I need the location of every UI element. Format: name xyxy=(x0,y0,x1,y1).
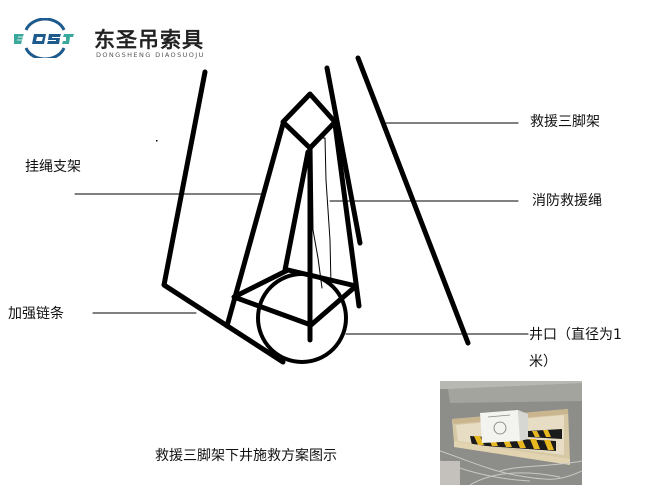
label-reinforced-chain: 加强链条 xyxy=(8,306,64,322)
label-well-opening-line2: 米） xyxy=(529,354,557,370)
hanger-leg-left xyxy=(224,121,286,329)
label-well-opening-line1: 井口（直径为1 xyxy=(529,327,622,343)
hanger-head xyxy=(280,91,338,151)
chain-base xyxy=(231,267,359,328)
company-logo: 东圣吊索具 DONGSHENG DIAOSUOJU xyxy=(14,18,203,59)
company-name-cn: 东圣吊索具 xyxy=(94,27,204,52)
label-rope-hanger: 挂绳支架 xyxy=(25,159,81,175)
tripod-leg-right-mid xyxy=(324,65,363,246)
tripod-leg-left xyxy=(161,69,286,365)
company-name-en: DONGSHENG DIAOSUOJU xyxy=(96,51,205,59)
rescue-rope xyxy=(311,137,332,289)
equipment-box-photo xyxy=(440,381,582,485)
tripod-leg-right-outer xyxy=(355,55,471,346)
label-rescue-tripod: 救援三脚架 xyxy=(530,114,600,130)
label-fire-rescue-rope: 消防救援绳 xyxy=(532,193,602,209)
dsj-logo-icon xyxy=(14,18,74,58)
diagram-caption: 救援三脚架下井施救方案图示 xyxy=(155,448,337,464)
equipment-photo-image xyxy=(440,381,582,485)
well-opening xyxy=(256,272,348,364)
hanger-leg-inner xyxy=(282,149,311,273)
hanger-leg-right xyxy=(332,121,362,309)
